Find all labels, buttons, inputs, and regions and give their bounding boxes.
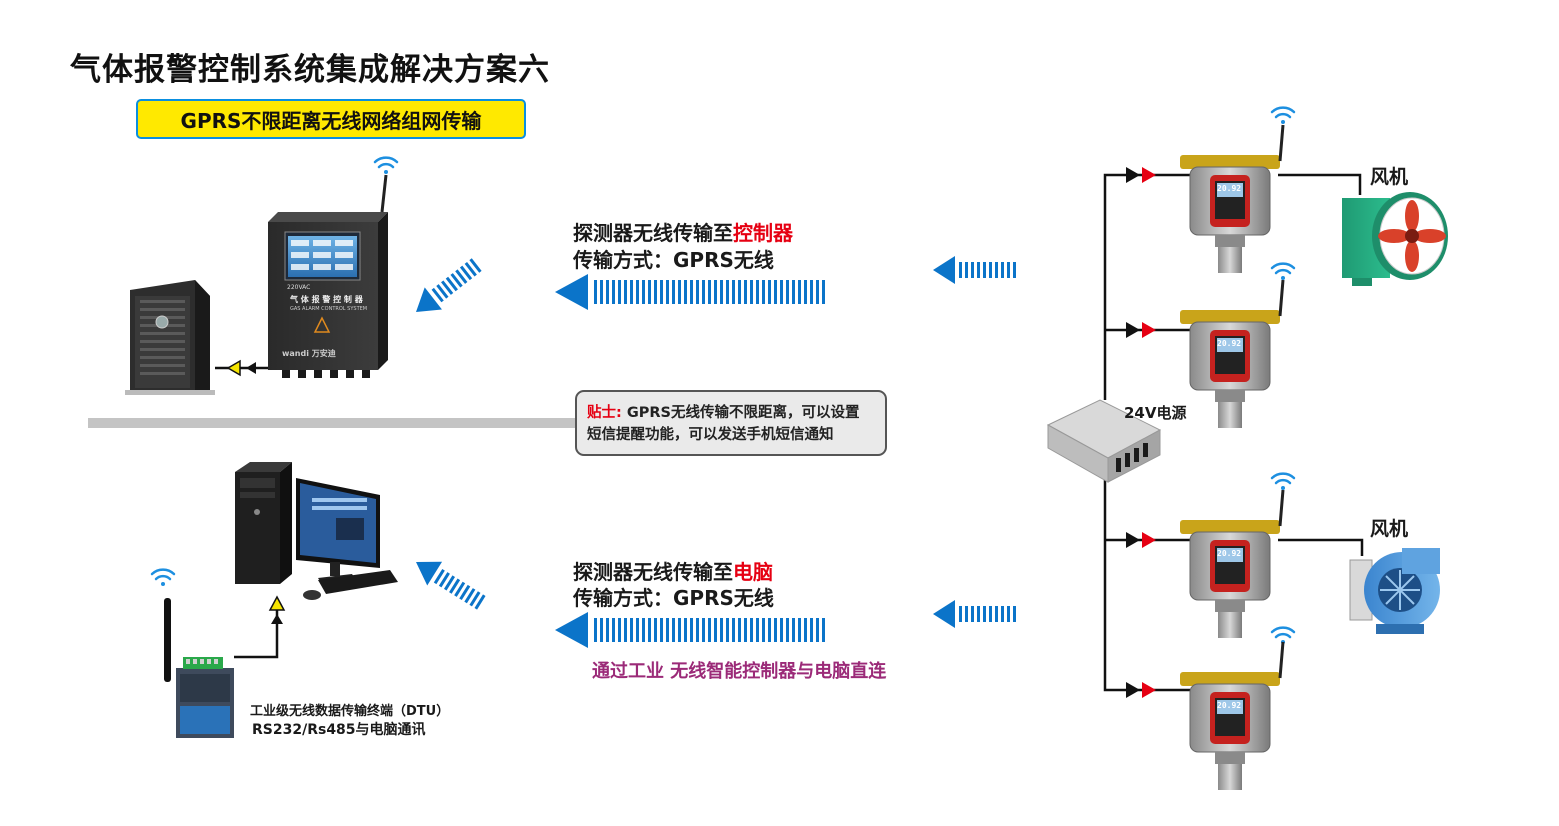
controller-voltage: 220VAC bbox=[287, 284, 311, 291]
monitor bbox=[296, 478, 380, 584]
desktop-tower bbox=[235, 462, 292, 584]
dtu-label-line2: RS232/Rs485与电脑通讯 bbox=[252, 722, 426, 738]
server-tower bbox=[125, 280, 215, 395]
upper-route-prefix: 探测器无线传输至 bbox=[573, 221, 733, 245]
detector-reading: 20.92 bbox=[1217, 184, 1242, 193]
dtu-device bbox=[164, 598, 234, 738]
tip-line2: 短信提醒功能，可以发送手机短信通知 bbox=[587, 427, 834, 443]
mouse bbox=[303, 590, 321, 600]
power-supply-label: 24V电源 bbox=[1124, 404, 1187, 422]
upper-route-line1: 探测器无线传输至控制器 bbox=[573, 217, 793, 246]
lower-right-small-arrow bbox=[933, 600, 1016, 628]
bus-relay-arrows bbox=[1126, 167, 1156, 698]
lower-route-note: 通过工业 无线智能控制器与电脑直连 bbox=[592, 661, 887, 682]
controller-name: 气 体 报 警 控 制 器 bbox=[290, 295, 363, 304]
tip-box: 贴士: GPRS无线传输不限距离，可以设置 短信提醒功能，可以发送手机短信通知 bbox=[575, 390, 887, 456]
upper-large-left-arrow bbox=[555, 274, 825, 310]
wifi-icon bbox=[1270, 106, 1296, 124]
axial-fan bbox=[1342, 192, 1448, 286]
controller-brand: wandi 万安迪 bbox=[282, 349, 336, 358]
lower-large-left-arrow bbox=[555, 612, 825, 648]
detector-reading: 20.92 bbox=[1217, 339, 1242, 348]
gas-detector bbox=[1180, 641, 1285, 790]
subtitle-banner: GPRS不限距离无线网络组网传输 bbox=[136, 99, 526, 139]
lower-route-line2: 传输方式：GPRS无线 bbox=[573, 586, 774, 610]
detector-fan-wire bbox=[1278, 173, 1362, 195]
upper-route-target: 控制器 bbox=[733, 221, 793, 245]
upper-route-line2: 传输方式：GPRS无线 bbox=[573, 248, 774, 272]
power-supply bbox=[1046, 399, 1162, 483]
fan-label: 风机 bbox=[1370, 518, 1409, 540]
gas-alarm-controller bbox=[268, 174, 388, 378]
black-relay-arrow bbox=[246, 362, 256, 374]
wifi-icon bbox=[373, 156, 399, 174]
section-divider bbox=[88, 418, 578, 428]
centrifugal-fan bbox=[1349, 548, 1440, 634]
lower-route-prefix: 探测器无线传输至 bbox=[573, 560, 733, 584]
upper-right-small-arrow bbox=[933, 256, 1016, 284]
wifi-icon bbox=[1270, 262, 1296, 280]
gas-detector bbox=[1180, 279, 1285, 428]
detector-fan-wire bbox=[1278, 538, 1364, 556]
lower-route-target: 电脑 bbox=[733, 560, 773, 584]
yellow-relay-arrow bbox=[268, 595, 286, 611]
dtu-label-line1: 工业级无线数据传输终端（DTU） bbox=[250, 704, 450, 719]
gas-detector bbox=[1180, 124, 1285, 273]
upper-diagonal-arrow bbox=[416, 258, 482, 312]
keyboard bbox=[318, 570, 398, 594]
controller-name-en: GAS ALARM CONTROL SYSTEM bbox=[290, 306, 368, 312]
gas-detector bbox=[1180, 489, 1285, 638]
wifi-icon bbox=[1270, 472, 1296, 490]
tip-label: 贴士: bbox=[587, 405, 622, 421]
detector-reading: 20.92 bbox=[1217, 701, 1242, 710]
lower-diagonal-arrow bbox=[416, 561, 486, 610]
fan-label: 风机 bbox=[1370, 166, 1409, 188]
wifi-icon bbox=[150, 568, 176, 586]
black-relay-arrow bbox=[271, 614, 283, 624]
tip-line1: GPRS无线传输不限距离，可以设置 bbox=[621, 405, 860, 421]
wifi-icon bbox=[1270, 626, 1296, 644]
yellow-relay-arrow bbox=[226, 359, 241, 377]
detector-reading: 20.92 bbox=[1217, 549, 1242, 558]
page-title: 气体报警控制系统集成解决方案六 bbox=[70, 52, 550, 88]
lower-route-line1: 探测器无线传输至电脑 bbox=[573, 556, 773, 585]
